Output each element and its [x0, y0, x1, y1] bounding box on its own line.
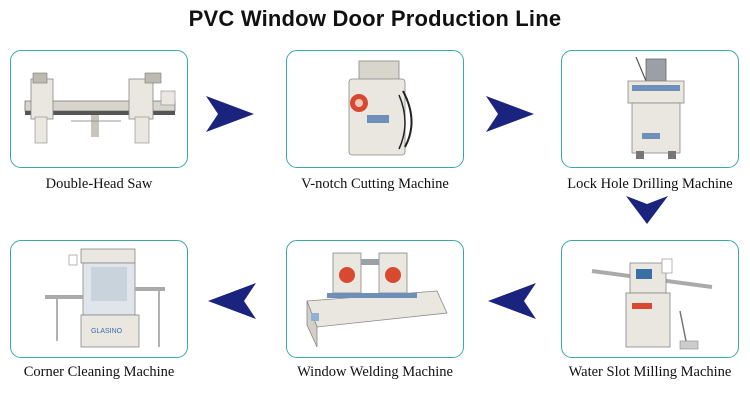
label-water-slot-milling: Water Slot Milling Machine — [568, 364, 732, 380]
arrow-left-icon — [208, 283, 256, 319]
arrow-left-icon — [488, 283, 536, 319]
card-corner-cleaning: GLASINO — [10, 240, 188, 358]
card-lock-hole-drilling — [561, 50, 739, 168]
arrow-right-icon — [206, 96, 254, 132]
card-v-notch-cutting — [286, 50, 464, 168]
arrow-down-icon — [626, 196, 668, 224]
water-slot-mill-icon — [591, 258, 713, 350]
card-window-welding — [286, 240, 464, 358]
card-water-slot-milling — [561, 240, 739, 358]
diagram-title: PVC Window Door Production Line — [188, 6, 562, 31]
svg-text:GLASINO: GLASINO — [91, 328, 123, 335]
double-head-saw-icon — [24, 72, 176, 144]
arrow-right-icon — [486, 96, 534, 132]
corner-cleaner-icon: GLASINO — [45, 248, 165, 348]
label-corner-cleaning: Corner Cleaning Machine — [23, 364, 175, 380]
label-window-welding: Window Welding Machine — [297, 364, 453, 380]
label-double-head-saw: Double-Head Saw — [45, 176, 153, 192]
window-welder-icon — [306, 252, 448, 348]
label-v-notch-cutting: V-notch Cutting Machine — [301, 176, 449, 192]
lock-hole-drill-icon — [627, 56, 685, 159]
card-double-head-saw — [10, 50, 188, 168]
v-notch-cutter-icon — [348, 60, 413, 156]
label-lock-hole-drilling: Lock Hole Drilling Machine — [567, 176, 733, 192]
